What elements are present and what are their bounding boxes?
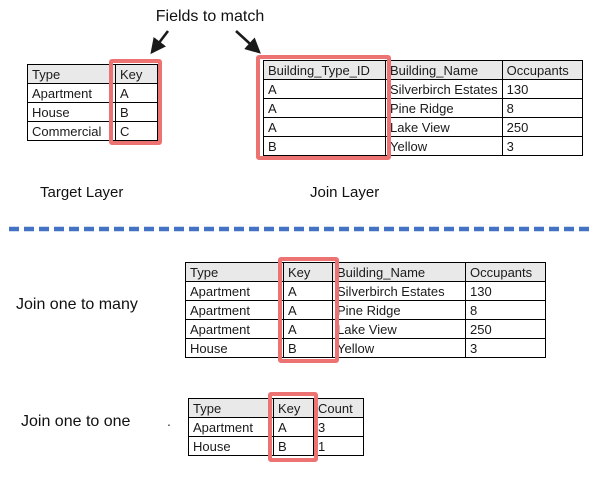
- column-header: Type: [185, 262, 284, 282]
- table-cell: 1: [313, 436, 364, 456]
- table-cell: A: [263, 117, 386, 137]
- table-cell: Apartment: [185, 319, 284, 339]
- table-cell: Apartment: [185, 300, 284, 320]
- table-cell: 8: [501, 98, 583, 118]
- column-header: Key: [273, 398, 314, 418]
- table-cell: A: [283, 281, 333, 301]
- table-cell: Apartment: [27, 83, 116, 103]
- table-cell: House: [27, 102, 116, 122]
- one-to-many-result-table: Type Key Building_Name Occupants Apartme…: [185, 262, 546, 358]
- table-cell: Yellow: [332, 338, 466, 358]
- one-to-one-result-table: Type Key Count Apartment A 3 House B 1: [188, 398, 364, 456]
- table-row: Apartment A Pine Ridge 8: [185, 300, 546, 320]
- table-cell: A: [263, 79, 386, 99]
- table-cell: Pine Ridge: [332, 300, 466, 320]
- join-one-to-one-label: Join one to one: [21, 413, 131, 430]
- table-cell: Yellow: [385, 136, 503, 156]
- column-header: Type: [27, 64, 116, 84]
- table-header-row: Building_Type_ID Building_Name Occupants: [263, 60, 583, 80]
- table-cell: B: [115, 102, 158, 122]
- stray-period-mark: .: [167, 413, 171, 429]
- table-row: House B 1: [188, 436, 364, 456]
- table-cell: B: [273, 436, 314, 456]
- table-header-row: Type Key Count: [188, 398, 364, 418]
- table-cell: Silverbirch Estates: [332, 281, 466, 301]
- table-cell: A: [273, 417, 314, 437]
- table-cell: Apartment: [188, 417, 274, 437]
- table-cell: A: [283, 300, 333, 320]
- table-row: House B Yellow 3: [185, 338, 546, 358]
- table-cell: 3: [501, 136, 583, 156]
- column-header: Key: [283, 262, 333, 282]
- table-row: A Lake View 250: [263, 117, 583, 137]
- table-cell: 3: [465, 338, 546, 358]
- table-cell: Apartment: [185, 281, 284, 301]
- arrow-to-join-key-icon: [235, 30, 261, 54]
- table-cell: House: [188, 436, 274, 456]
- table-cell: Silverbirch Estates: [385, 79, 503, 99]
- fields-to-match-label: Fields to match: [155, 8, 265, 25]
- column-header: Count: [313, 398, 364, 418]
- table-cell: A: [283, 319, 333, 339]
- column-header: Building_Name: [385, 60, 503, 80]
- column-header: Occupants: [465, 262, 546, 282]
- table-cell: House: [185, 338, 284, 358]
- table-header-row: Type Key: [27, 64, 158, 84]
- table-cell: 250: [501, 117, 583, 137]
- target-layer-table: Type Key Apartment A House B Commercial …: [27, 64, 158, 141]
- table-row: Apartment A Silverbirch Estates 130: [185, 281, 546, 301]
- target-layer-label: Target Layer: [40, 184, 124, 201]
- table-row: A Pine Ridge 8: [263, 98, 583, 118]
- column-header: Type: [188, 398, 274, 418]
- arrow-to-target-key-icon: [150, 30, 170, 55]
- table-cell: C: [115, 121, 158, 141]
- table-cell: 250: [465, 319, 546, 339]
- table-cell: Lake View: [385, 117, 503, 137]
- table-row: Apartment A Lake View 250: [185, 319, 546, 339]
- column-header: Building_Name: [332, 262, 466, 282]
- table-cell: Pine Ridge: [385, 98, 503, 118]
- table-cell: Lake View: [332, 319, 466, 339]
- table-cell: 130: [465, 281, 546, 301]
- table-header-row: Type Key Building_Name Occupants: [185, 262, 546, 282]
- table-row: A Silverbirch Estates 130: [263, 79, 583, 99]
- table-row: Apartment A: [27, 83, 158, 103]
- table-row: B Yellow 3: [263, 136, 583, 156]
- table-row: Apartment A 3: [188, 417, 364, 437]
- table-row: Commercial C: [27, 121, 158, 141]
- table-cell: 130: [501, 79, 583, 99]
- table-cell: B: [283, 338, 333, 358]
- column-header: Building_Type_ID: [263, 60, 386, 80]
- table-cell: 3: [313, 417, 364, 437]
- join-one-to-many-label: Join one to many: [16, 296, 138, 313]
- table-row: House B: [27, 102, 158, 122]
- join-layer-label: Join Layer: [310, 184, 380, 201]
- table-cell: A: [115, 83, 158, 103]
- table-cell: A: [263, 98, 386, 118]
- table-cell: 8: [465, 300, 546, 320]
- table-cell: B: [263, 136, 386, 156]
- table-cell: Commercial: [27, 121, 116, 141]
- column-header: Occupants: [501, 60, 583, 80]
- column-header: Key: [115, 64, 158, 84]
- join-layer-table: Building_Type_ID Building_Name Occupants…: [263, 60, 583, 156]
